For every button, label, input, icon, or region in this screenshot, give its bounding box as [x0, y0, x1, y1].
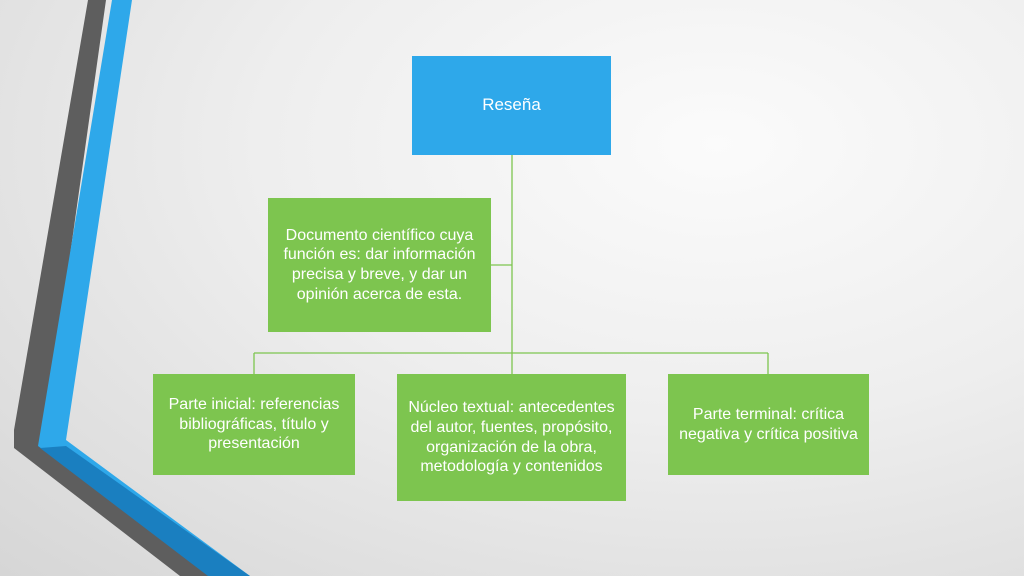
child-node-1: Parte inicial: referencias bibliográfica…	[153, 374, 355, 475]
assistant-node: Documento científico cuya función es: da…	[268, 198, 491, 332]
root-node-label: Reseña	[482, 95, 541, 115]
child-node-2: Núcleo textual: antecedentes del autor, …	[397, 374, 626, 501]
gray-stripe	[14, 0, 230, 576]
dark-blue-band	[40, 446, 250, 576]
child-node-1-label: Parte inicial: referencias bibliográfica…	[168, 396, 340, 453]
child-node-2-label: Núcleo textual: antecedentes del autor, …	[408, 399, 615, 476]
root-node: Reseña	[412, 56, 611, 155]
child-node-3-label: Parte terminal: crítica negativa y críti…	[679, 405, 858, 443]
blue-stripe	[38, 0, 250, 576]
child-node-3: Parte terminal: crítica negativa y críti…	[668, 374, 869, 475]
assistant-node-label: Documento científico cuya función es: da…	[283, 226, 476, 303]
